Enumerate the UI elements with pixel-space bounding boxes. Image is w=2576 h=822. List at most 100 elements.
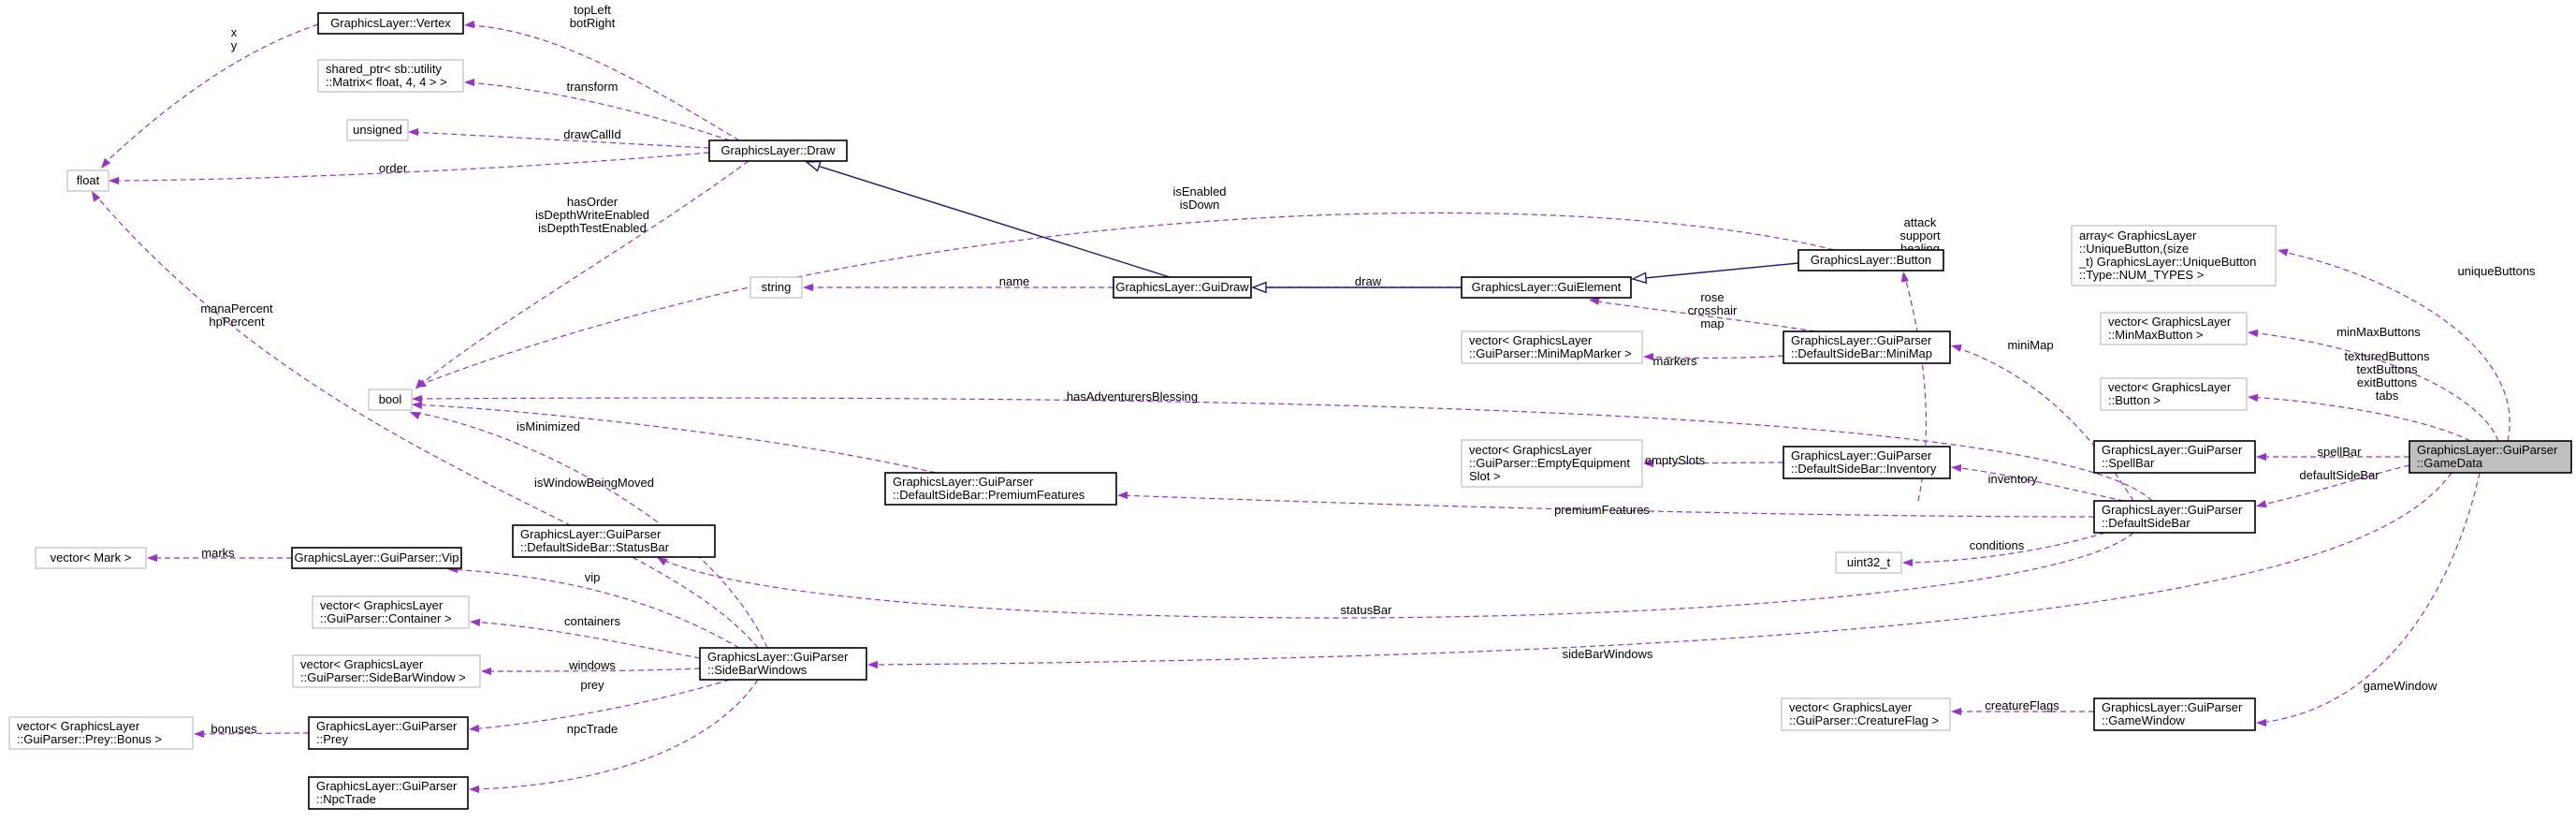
edge-label: y xyxy=(231,38,238,52)
node-label: ::DefaultSideBar::Inventory xyxy=(1791,462,1937,476)
node-box xyxy=(1461,439,1643,488)
member-edge-marker-minimap: markers xyxy=(1643,352,1784,368)
node-label: ::DefaultSideBar::PremiumFeatures xyxy=(893,488,1085,502)
node-npctrade[interactable]: GraphicsLayer::GuiParser::NpcTrade xyxy=(308,776,469,810)
node-label: GraphicsLayer::Button xyxy=(1811,253,1931,267)
member-edge-sidebarwindows-gamedata: sideBarWindows xyxy=(867,472,2452,669)
node-vip[interactable]: GraphicsLayer::GuiParser::Vip xyxy=(291,547,462,569)
edge-arrowhead xyxy=(464,78,474,87)
node-box xyxy=(308,776,469,810)
node-defaultsidebar[interactable]: GraphicsLayer::GuiParser::DefaultSideBar xyxy=(2093,500,2256,534)
edge-label: premiumFeatures xyxy=(1554,503,1650,517)
member-edge-defaultsidebar-gamedata: defaultSideBar xyxy=(2256,464,2410,508)
edge-line xyxy=(93,192,759,649)
node-label: GraphicsLayer::GuiParser xyxy=(2102,700,2243,714)
node-spellbar[interactable]: GraphicsLayer::GuiParser::SpellBar xyxy=(2093,440,2256,474)
edge-line xyxy=(2249,396,2471,442)
edge-line xyxy=(1590,300,1816,332)
edge-arrowhead xyxy=(410,412,421,419)
edge-label: isDown xyxy=(1180,198,1220,212)
node-gamewindow[interactable]: GraphicsLayer::GuiParser::GameWindow xyxy=(2093,697,2256,731)
edge-label: isDepthWriteEnabled xyxy=(535,208,649,222)
edge-line xyxy=(1644,462,1784,464)
edge-label: botRight xyxy=(570,16,616,30)
member-edge-gamewindow-gamedata: gameWindow xyxy=(2256,472,2481,727)
inh-guielement-guidraw xyxy=(1251,281,1462,294)
node-minimap[interactable]: GraphicsLayer::GuiParser::DefaultSideBar… xyxy=(1783,330,1951,364)
edge-label: name xyxy=(999,274,1030,288)
node-label: ::GameData xyxy=(2417,456,2483,470)
node-statusbar[interactable]: GraphicsLayer::GuiParser::DefaultSideBar… xyxy=(512,524,716,558)
edge-label: bonuses xyxy=(211,722,257,736)
node-label: GraphicsLayer::GuiParser xyxy=(707,650,849,664)
edge-line xyxy=(1903,532,2106,564)
edge-line xyxy=(1952,466,2125,502)
edge-label: defaultSideBar xyxy=(2299,468,2380,482)
edge-line xyxy=(409,131,710,149)
node-draw[interactable]: GraphicsLayer::Draw xyxy=(708,139,848,162)
node-box xyxy=(317,59,464,93)
node-guidraw[interactable]: GraphicsLayer::GuiDraw xyxy=(1113,276,1252,299)
node-inventory[interactable]: GraphicsLayer::GuiParser::DefaultSideBar… xyxy=(1783,446,1951,479)
edge-line xyxy=(1634,262,1799,280)
edge-label: marks xyxy=(201,546,235,560)
node-label: GraphicsLayer::GuiParser::Vip xyxy=(294,550,458,565)
node-box xyxy=(1461,330,1643,364)
node-label: GraphicsLayer::GuiParser xyxy=(1791,333,1932,347)
edge-label: uniqueButtons xyxy=(2457,264,2536,278)
node-gamedata[interactable]: GraphicsLayer::GuiParser::GameData xyxy=(2409,440,2572,474)
member-edge-uint32-defaultsidebar: conditions xyxy=(1902,532,2106,567)
node-box xyxy=(291,547,462,569)
node-label: ::DefaultSideBar xyxy=(2102,516,2190,530)
edge-line xyxy=(102,23,319,166)
node-box xyxy=(2100,377,2248,411)
node-guielement[interactable]: GraphicsLayer::GuiElement xyxy=(1461,276,1632,299)
edge-label: exitButtons xyxy=(2357,375,2418,389)
inh-guidraw-draw xyxy=(805,160,1171,278)
edge-arrowhead xyxy=(92,191,101,202)
edge-label: emptySlots xyxy=(1645,453,1706,467)
edge-label: x xyxy=(231,25,238,39)
node-label: vector< GraphicsLayer xyxy=(320,598,444,612)
node-label: shared_ptr< sb::utility xyxy=(326,62,442,76)
edge-label: statusBar xyxy=(1341,603,1393,617)
node-label: vector< GraphicsLayer xyxy=(300,657,424,671)
node-box xyxy=(1797,249,1944,272)
edge-arrowhead xyxy=(1900,272,1909,283)
edge-label: texturedButtons xyxy=(2344,349,2430,363)
member-edge-shared-draw: transform xyxy=(464,78,731,141)
node-box xyxy=(2093,697,2256,731)
edge-label: containers xyxy=(564,614,620,628)
edge-line xyxy=(465,81,731,141)
node-premium[interactable]: GraphicsLayer::GuiParser::DefaultSideBar… xyxy=(884,472,1117,506)
node-box xyxy=(1783,330,1951,364)
node-vec-minmax: vector< GraphicsLayer::MinMaxButton > xyxy=(2100,312,2248,345)
node-vertex[interactable]: GraphicsLayer::Vertex xyxy=(317,12,464,35)
member-edge-guidraw-guielement: draw xyxy=(1252,274,1463,292)
edge-arrowhead xyxy=(2256,500,2267,508)
node-label: ::GuiParser::MiniMapMarker > xyxy=(1469,346,1632,360)
edge-arrowhead xyxy=(1951,463,1962,473)
edge-arrowhead xyxy=(147,553,157,563)
node-box xyxy=(1835,551,1902,574)
edge-label: hpPercent xyxy=(209,315,265,329)
edge-arrowhead xyxy=(469,785,479,794)
node-box xyxy=(317,12,464,35)
member-edge-unsigned-draw: drawCallId xyxy=(408,127,710,149)
node-label: GraphicsLayer::GuiParser xyxy=(520,527,662,541)
node-sidebarwindows[interactable]: GraphicsLayer::GuiParser::SideBarWindows xyxy=(699,647,867,681)
member-edge-prey-sidebarwindows: prey xyxy=(469,678,731,733)
node-shared-ptr: shared_ptr< sb::utility::Matrix< float, … xyxy=(317,59,464,93)
edge-label: crosshair xyxy=(1688,303,1738,317)
node-prey[interactable]: GraphicsLayer::GuiParser::Prey xyxy=(308,716,469,750)
node-box xyxy=(884,472,1117,506)
node-button[interactable]: GraphicsLayer::Button xyxy=(1797,249,1944,272)
edge-label: inventory xyxy=(1988,472,2038,486)
edge-line xyxy=(413,397,2153,502)
node-label: vector< GraphicsLayer xyxy=(1789,700,1913,714)
member-edge-npctrade-sidebarwindows: npcTrade xyxy=(469,679,759,794)
edges-layer: xytopLeftbotRighttransformdrawCallIdorde… xyxy=(92,3,2536,794)
node-label: ::GameWindow xyxy=(2102,713,2185,727)
